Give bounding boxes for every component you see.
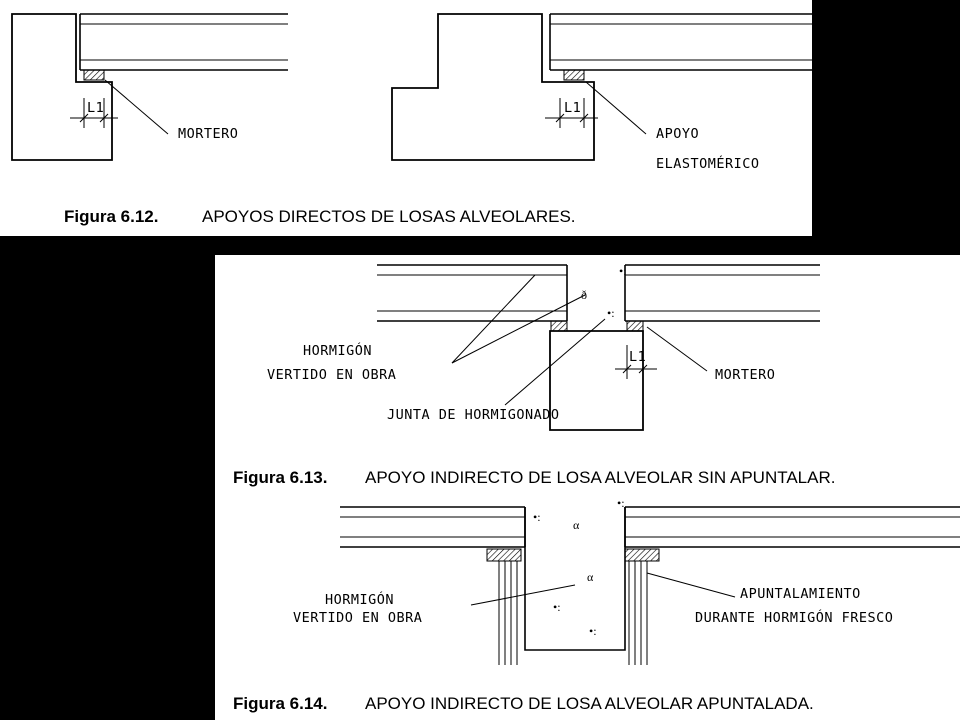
caption-6-12-text: APOYOS DIRECTOS DE LOSAS ALVEOLARES. xyxy=(202,207,576,226)
left-dimension: L1 xyxy=(70,98,118,128)
elastomeric-pad xyxy=(563,69,585,81)
svg-text:•:: •: xyxy=(619,264,627,278)
figure-6-12-drawing: L1 MORTERO L1 APOYO ELASTOMÉRICO Figura … xyxy=(11,13,812,226)
caption-6-14-text: APOYO INDIRECTO DE LOSA ALVEOLAR APUNTAL… xyxy=(365,694,814,713)
fig-6-14-label-apuntalamiento: APUNTALAMIENTO xyxy=(740,586,861,602)
figure-6-13-14-drawing: ð •: •: L1 HORMIGÓN VERTIDO EN OBRA JUNT… xyxy=(233,264,960,713)
svg-text:•:: •: xyxy=(553,600,561,614)
fig-6-14-label-durante: DURANTE HORMIGÓN FRESCO xyxy=(695,608,893,626)
fig-6-13-label-vertido: VERTIDO EN OBRA xyxy=(267,367,396,383)
fig-6-13-mortar-left xyxy=(550,320,568,332)
fig-6-13-label-hormigon: HORMIGÓN xyxy=(303,341,372,359)
left-wall xyxy=(11,13,113,161)
left-mortar-pad xyxy=(83,69,105,81)
svg-text:•:: •: xyxy=(617,496,625,510)
left-slab xyxy=(79,13,288,71)
fig-6-13-dim-l1: L1 xyxy=(629,349,646,365)
fig-6-13-support-beam xyxy=(549,330,644,431)
fig-6-13-right-slab xyxy=(624,264,820,322)
fig-6-14-label-hormigon: HORMIGÓN xyxy=(325,590,394,608)
label-apoyo: APOYO xyxy=(656,126,699,142)
fig-6-14-right-shoring xyxy=(624,548,660,665)
right-wall xyxy=(391,13,595,161)
fig-6-14-left-shoring xyxy=(486,548,522,665)
dim-l1-left: L1 xyxy=(87,100,104,116)
dim-l1-right: L1 xyxy=(564,100,581,116)
fig-6-13-left-slab xyxy=(377,264,568,322)
fig-6-14-label-vertido: VERTIDO EN OBRA xyxy=(293,610,422,626)
right-slab xyxy=(549,13,812,71)
fig-6-13-label-junta: JUNTA DE HORMIGONADO xyxy=(387,407,560,423)
apoyo-leader xyxy=(585,81,647,135)
fig-6-13-mortar-right xyxy=(626,320,644,332)
label-elastomerico: ELASTOMÉRICO xyxy=(656,155,760,172)
caption-6-13-text: APOYO INDIRECTO DE LOSA ALVEOLAR SIN APU… xyxy=(365,468,835,487)
label-mortero: MORTERO xyxy=(178,126,238,142)
mortero-leader xyxy=(104,79,169,135)
caption-6-13-number: Figura 6.13. xyxy=(233,468,327,487)
fig-6-13-dimension: L1 xyxy=(615,345,657,379)
caption-6-12-number: Figura 6.12. xyxy=(64,207,158,226)
svg-text:•:: •: xyxy=(607,306,615,320)
svg-text:•:: •: xyxy=(589,624,597,638)
fig-6-14-right-slab xyxy=(624,506,960,548)
fig-6-13-label-mortero: MORTERO xyxy=(715,367,775,383)
fig-6-14-left-slab xyxy=(340,506,526,548)
fig-6-14-cast-beam xyxy=(524,507,626,651)
figure-6-12-panel: L1 MORTERO L1 APOYO ELASTOMÉRICO Figura … xyxy=(0,0,812,236)
svg-text:α: α xyxy=(587,570,594,584)
svg-text:α: α xyxy=(573,518,580,532)
svg-text:•:: •: xyxy=(533,510,541,524)
right-dimension: L1 xyxy=(545,98,598,128)
caption-6-14-number: Figura 6.14. xyxy=(233,694,327,713)
figure-6-13-14-panel: ð •: •: L1 HORMIGÓN VERTIDO EN OBRA JUNT… xyxy=(215,255,960,720)
